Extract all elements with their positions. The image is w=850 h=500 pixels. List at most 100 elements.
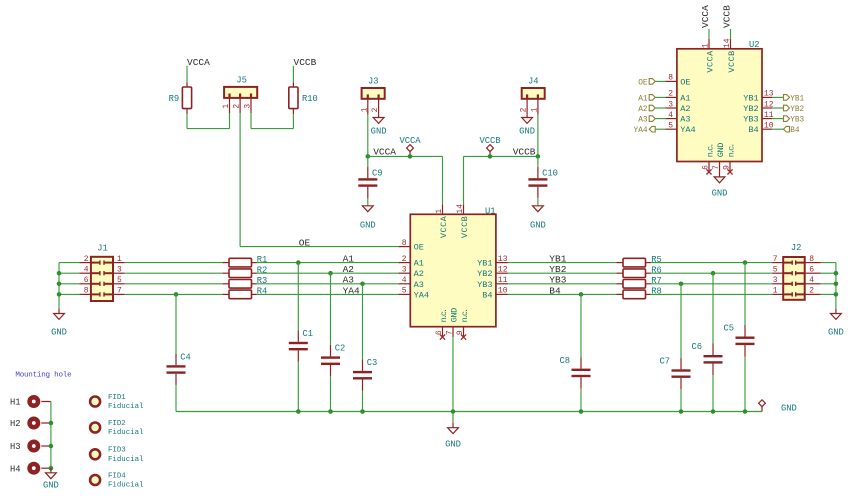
svg-text:YB2: YB2 <box>477 269 492 279</box>
svg-text:GND: GND <box>716 143 726 158</box>
svg-text:8: 8 <box>402 239 407 248</box>
svg-text:R7: R7 <box>651 276 662 286</box>
svg-text:1: 1 <box>360 107 369 112</box>
svg-text:6: 6 <box>702 165 711 170</box>
svg-text:14: 14 <box>723 38 732 48</box>
svg-text:9: 9 <box>723 165 732 170</box>
svg-text:YB2: YB2 <box>743 104 758 114</box>
svg-text:YB1: YB1 <box>549 254 566 265</box>
svg-text:1: 1 <box>222 104 231 109</box>
svg-text:GND: GND <box>781 404 797 414</box>
svg-text:2: 2 <box>84 255 89 264</box>
svg-text:C5: C5 <box>724 324 735 334</box>
svg-text:9: 9 <box>456 330 465 335</box>
svg-text:H4: H4 <box>10 464 21 474</box>
svg-text:YB3: YB3 <box>549 275 566 286</box>
svg-text:3: 3 <box>402 266 407 275</box>
svg-text:VCCB: VCCB <box>294 57 317 68</box>
svg-text:B4: B4 <box>748 125 758 135</box>
svg-text:YA4: YA4 <box>343 285 360 296</box>
svg-text:1: 1 <box>435 209 444 214</box>
svg-text:Fiducial: Fiducial <box>108 429 144 437</box>
svg-text:n.c.: n.c. <box>726 144 736 157</box>
svg-text:GND: GND <box>371 126 387 136</box>
svg-text:n.c.: n.c. <box>705 144 715 157</box>
svg-text:2: 2 <box>520 107 529 112</box>
svg-text:U2: U2 <box>749 40 760 50</box>
svg-text:14: 14 <box>456 204 465 214</box>
svg-text:YA4: YA4 <box>634 127 648 135</box>
svg-text:2: 2 <box>402 255 407 264</box>
svg-text:J4: J4 <box>528 77 539 87</box>
svg-text:Fiducial: Fiducial <box>108 482 144 490</box>
svg-text:J3: J3 <box>368 77 379 87</box>
svg-text:5: 5 <box>117 276 122 285</box>
svg-text:R9: R9 <box>169 94 180 104</box>
svg-text:5: 5 <box>402 287 407 296</box>
svg-text:H1: H1 <box>10 398 21 408</box>
svg-text:1: 1 <box>530 107 539 112</box>
svg-text:YB2: YB2 <box>549 264 566 275</box>
svg-text:FID3: FID3 <box>108 447 126 455</box>
svg-text:R3: R3 <box>257 276 268 286</box>
svg-text:3: 3 <box>773 276 778 285</box>
svg-text:U1: U1 <box>485 207 496 217</box>
svg-text:H3: H3 <box>10 442 21 452</box>
svg-text:6: 6 <box>435 330 444 335</box>
svg-text:YA4: YA4 <box>414 290 429 300</box>
svg-text:R6: R6 <box>651 265 662 275</box>
svg-text:3: 3 <box>668 100 673 109</box>
svg-text:GND: GND <box>51 327 67 337</box>
svg-text:VCCA: VCCA <box>187 57 210 68</box>
svg-text:R8: R8 <box>651 287 662 297</box>
svg-text:4: 4 <box>84 266 89 275</box>
svg-text:13: 13 <box>498 255 508 264</box>
svg-text:OE: OE <box>680 77 690 87</box>
svg-text:A1: A1 <box>638 95 648 103</box>
svg-text:5: 5 <box>668 122 673 131</box>
svg-text:VCCB: VCCB <box>727 50 737 72</box>
svg-text:GND: GND <box>530 221 546 231</box>
svg-text:J2: J2 <box>791 243 802 253</box>
svg-text:H2: H2 <box>10 419 21 429</box>
svg-text:11: 11 <box>764 111 774 120</box>
svg-text:VCCB: VCCB <box>460 216 470 238</box>
svg-text:A1: A1 <box>414 259 424 269</box>
svg-text:11: 11 <box>498 276 508 285</box>
svg-text:1: 1 <box>773 287 778 296</box>
svg-text:8: 8 <box>809 255 814 264</box>
svg-text:VCCB: VCCB <box>479 136 500 146</box>
svg-text:GND: GND <box>360 221 376 231</box>
svg-text:C1: C1 <box>303 329 314 339</box>
svg-text:R2: R2 <box>257 265 268 275</box>
svg-text:YB1: YB1 <box>790 95 804 103</box>
svg-text:12: 12 <box>498 266 508 275</box>
svg-text:A3: A3 <box>414 280 424 290</box>
svg-text:C3: C3 <box>367 358 378 368</box>
svg-text:C2: C2 <box>335 344 346 354</box>
svg-text:1: 1 <box>117 255 122 264</box>
svg-text:A2: A2 <box>680 104 690 114</box>
svg-text:2: 2 <box>371 107 380 112</box>
svg-text:J1: J1 <box>97 244 108 254</box>
svg-text:VCCB: VCCB <box>513 146 536 157</box>
svg-text:5: 5 <box>773 266 778 275</box>
svg-text:C8: C8 <box>560 356 571 366</box>
svg-text:4: 4 <box>809 276 814 285</box>
svg-text:R5: R5 <box>651 255 662 265</box>
svg-text:C4: C4 <box>180 352 191 362</box>
svg-text:C7: C7 <box>660 357 671 367</box>
svg-text:10: 10 <box>498 287 508 296</box>
svg-text:FID1: FID1 <box>108 394 126 402</box>
svg-text:B4: B4 <box>790 127 800 135</box>
svg-text:C10: C10 <box>542 168 558 178</box>
svg-text:2: 2 <box>668 90 673 99</box>
svg-text:10: 10 <box>764 122 774 131</box>
svg-text:A3: A3 <box>638 117 648 125</box>
svg-text:OE: OE <box>638 79 648 87</box>
svg-text:R1: R1 <box>257 255 268 265</box>
svg-text:B4: B4 <box>549 285 561 296</box>
svg-text:n.c.: n.c. <box>439 309 449 322</box>
svg-text:YA4: YA4 <box>680 125 695 135</box>
svg-text:2: 2 <box>233 104 242 109</box>
